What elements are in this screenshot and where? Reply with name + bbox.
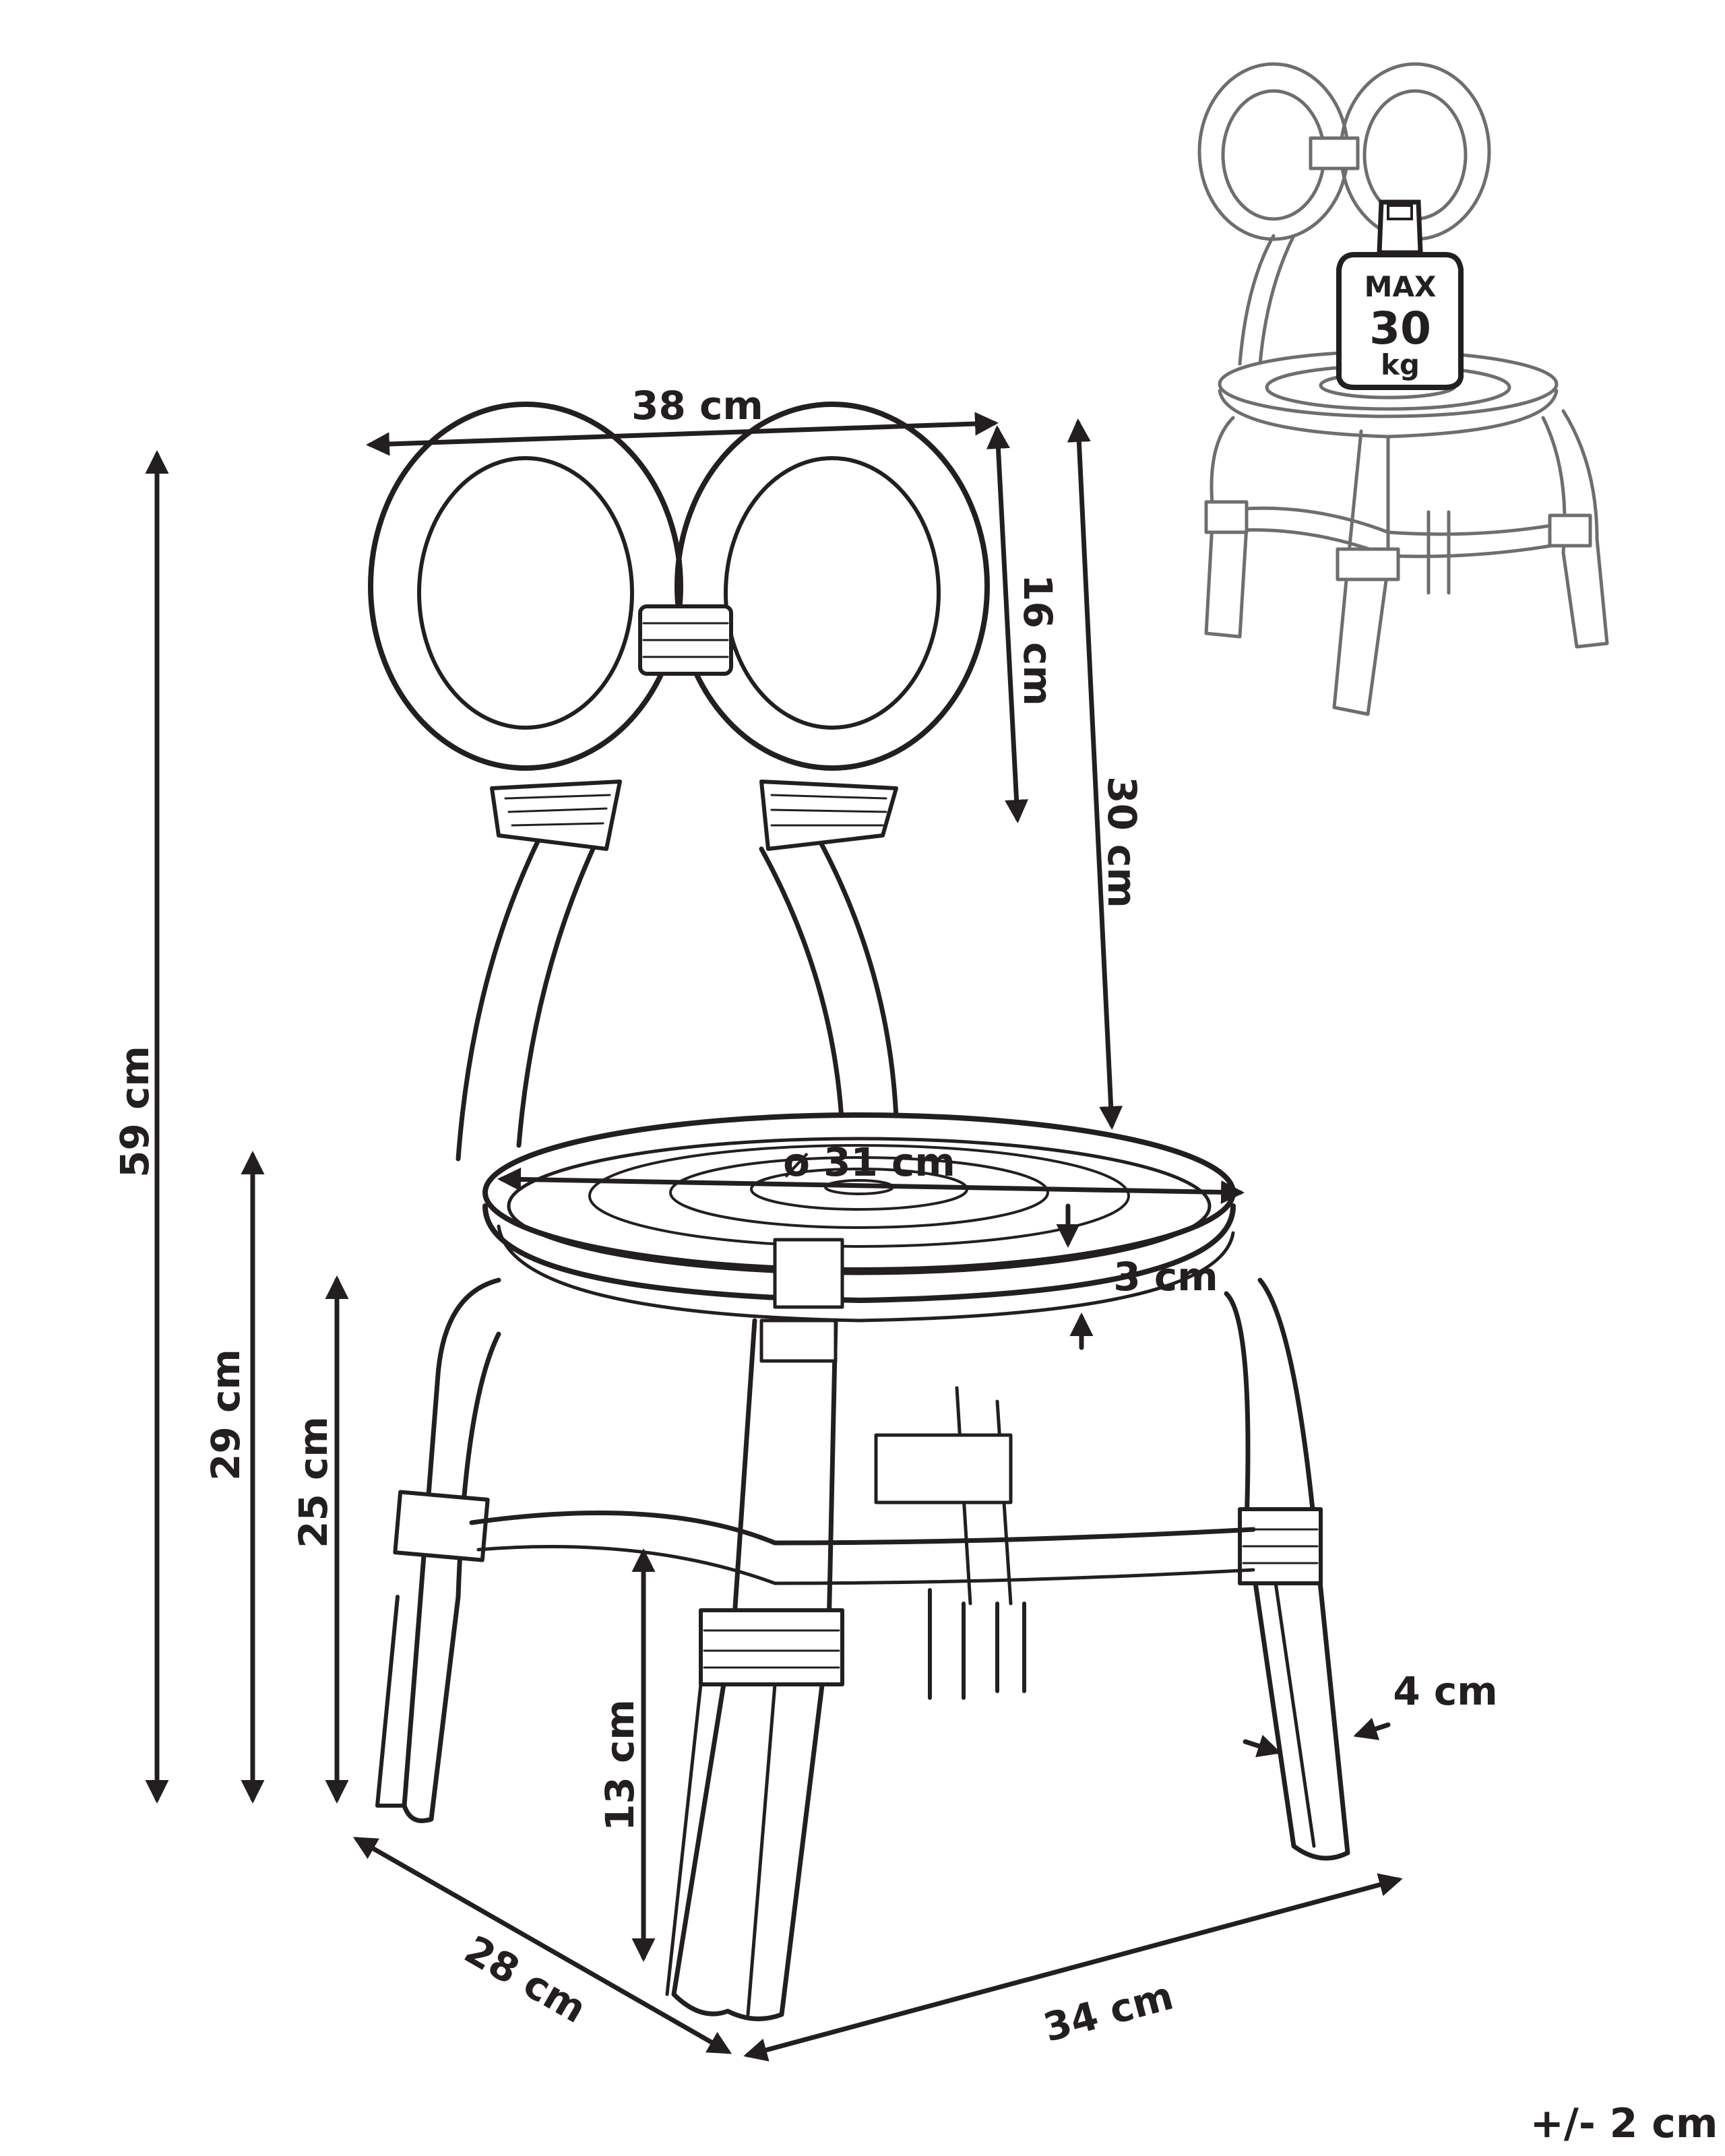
left-upright bbox=[456, 836, 596, 1162]
back-bindings bbox=[490, 780, 898, 851]
depth-label: 28 cm bbox=[457, 1926, 594, 2032]
leg-thickness-arrow-left bbox=[1243, 1734, 1282, 1758]
loop-height-label: 16 cm bbox=[1015, 574, 1061, 706]
load-capacity-inset: MAX 30 kg bbox=[1197, 62, 1609, 716]
right-upright bbox=[759, 836, 899, 1135]
backrest-right-loop bbox=[675, 402, 990, 771]
width-base-label: 34 cm bbox=[1038, 1973, 1178, 2051]
stretcher-height-label: 13 cm bbox=[597, 1699, 643, 1831]
center-binding bbox=[638, 604, 733, 676]
weight-max-text: MAX bbox=[1365, 270, 1437, 303]
leg-thickness-arrow-right bbox=[1353, 1717, 1391, 1740]
width-base-arrow bbox=[743, 1873, 1403, 2062]
weight-icon: MAX 30 kg bbox=[1336, 199, 1464, 390]
backrest-left-loop bbox=[368, 402, 683, 771]
chair-illustration bbox=[368, 402, 1350, 2021]
tolerance-label: +/- 2 cm bbox=[1530, 2100, 1718, 2147]
backrest-height-arrow bbox=[1067, 418, 1123, 1130]
front-left-leg bbox=[375, 1277, 501, 1823]
width-top-label: 38 cm bbox=[631, 383, 763, 429]
dimension-lines bbox=[145, 412, 1403, 2062]
loop-height-arrow bbox=[986, 425, 1029, 823]
seat-height-label: 29 cm bbox=[203, 1349, 249, 1481]
total-height-label: 59 cm bbox=[112, 1046, 158, 1178]
weight-value-text: 30 bbox=[1369, 303, 1431, 354]
seat-diameter-label: ø 31 cm bbox=[783, 1139, 955, 1185]
leg-thickness-label: 4 cm bbox=[1393, 1668, 1497, 1714]
front-center-leg bbox=[665, 1238, 844, 2021]
depth-arrow bbox=[352, 1837, 732, 2054]
frame-height-label: 25 cm bbox=[290, 1416, 336, 1548]
seat-diameter-arrow bbox=[497, 1168, 1245, 1204]
weight-unit-text: kg bbox=[1381, 348, 1420, 381]
backrest-height-label: 30 cm bbox=[1099, 776, 1145, 908]
seat-thickness-label: 3 cm bbox=[1113, 1254, 1218, 1300]
width-top-arrow bbox=[366, 412, 999, 456]
stretcher-ring bbox=[469, 1433, 1256, 1585]
